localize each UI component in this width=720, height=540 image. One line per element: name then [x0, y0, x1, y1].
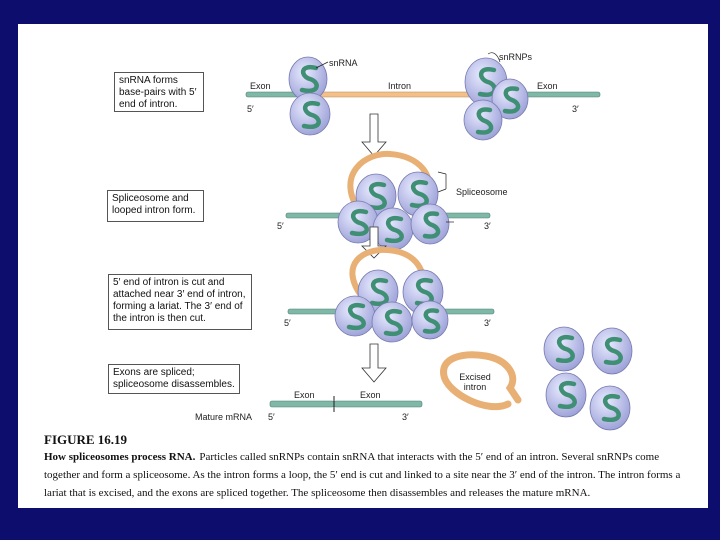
snrnp-particle [491, 78, 529, 120]
five-prime-label: 5′ [284, 318, 291, 328]
step2-illustration [285, 150, 491, 251]
three-prime-label: 3′ [484, 318, 491, 328]
snrnp-particle [288, 56, 328, 102]
mature-mrna-label: Mature mRNA [195, 412, 253, 422]
free-snrnp [589, 385, 631, 431]
exon-right-label: Exon [537, 81, 558, 91]
snrna-leader-line [315, 61, 329, 69]
snrnps-label: snRNPs [499, 52, 533, 62]
step1-illustration [245, 52, 601, 141]
excised-intron-lariat [440, 351, 522, 411]
snrnp-particle [463, 99, 503, 141]
mature-exon-right-label: Exon [360, 390, 381, 400]
step2-description: Spliceosome and looped intron form. [107, 190, 204, 222]
figure-caption-text: Particles called snRNPs contain snRNA th… [44, 451, 681, 499]
snrnps-leader-line [487, 52, 501, 63]
snrna-label: snRNA [329, 58, 358, 68]
five-prime-label: 5′ [268, 412, 275, 422]
down-arrow [361, 113, 387, 157]
snrnp-particle [337, 200, 379, 244]
step4-description: Exons are spliced; spliceosome disassemb… [108, 364, 240, 394]
step1-description: snRNA forms base-pairs with 5′ end of in… [114, 72, 204, 112]
excised-intron-label: Excised intron [459, 372, 491, 392]
free-snrnp [591, 327, 633, 375]
mature-mrna-exon-right [333, 400, 423, 408]
figure-number: FIGURE 16.19 [44, 432, 128, 447]
spliceosome-label: Spliceosome [456, 187, 508, 197]
snrnp-particle [334, 295, 376, 337]
exon-left-strand [285, 212, 342, 219]
intron-label: Intron [388, 81, 412, 91]
snrnp-particle [289, 92, 331, 136]
exon-left-strand [287, 308, 344, 315]
snrnp-particle [372, 207, 414, 251]
mature-mrna-exon-left [269, 400, 335, 408]
three-prime-label: 3′ [484, 221, 491, 231]
step4-illustration [269, 326, 633, 431]
step3-description: 5′ end of intron is cut and attached nea… [108, 274, 252, 330]
down-arrow [361, 343, 387, 383]
exon-right-strand [522, 91, 601, 98]
snrnp-particle [411, 300, 449, 340]
figure-title: How spliceosomes process RNA. [44, 451, 196, 463]
splicing-diagram [245, 52, 633, 431]
three-prime-label: 3′ [572, 104, 579, 114]
free-snrnp [543, 326, 585, 372]
step3-illustration [287, 246, 495, 343]
figure-caption: FIGURE 16.19 How spliceosomes process RN… [44, 433, 692, 501]
five-prime-label: 5′ [247, 104, 254, 114]
spliceosome-bracket [437, 171, 447, 193]
snrnp-particle [410, 203, 450, 245]
free-snrnp [545, 372, 587, 418]
exon-left-label: Exon [250, 81, 271, 91]
snrnp-particle [371, 301, 413, 343]
five-prime-label: 5′ [277, 221, 284, 231]
three-prime-label: 3′ [402, 412, 409, 422]
figure-slide: snRNA forms base-pairs with 5′ end of in… [18, 24, 708, 508]
mature-exon-left-label: Exon [294, 390, 315, 400]
